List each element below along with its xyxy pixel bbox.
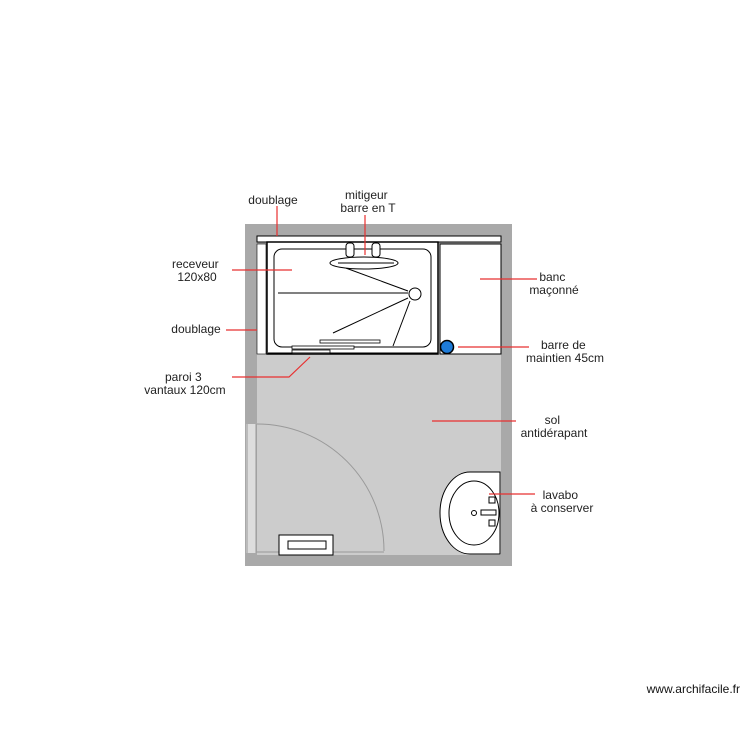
- label-lavabo: lavabo à conserver: [531, 488, 594, 515]
- masonry-bench: [439, 243, 502, 355]
- label-banc: banc maçonné: [529, 270, 579, 297]
- mixer-tap-icon: [329, 242, 399, 270]
- shower-tray: [266, 241, 439, 355]
- radiator-icon: [278, 534, 334, 556]
- door-opening: [246, 424, 256, 553]
- shower-screen: [268, 339, 438, 355]
- label-receveur: receveur 120x80: [172, 257, 222, 284]
- label-doublage-top: doublage: [248, 193, 298, 207]
- label-paroi: paroi 3 vantaux 120cm: [144, 370, 225, 397]
- label-mitigeur: mitigeur barre en T: [340, 188, 396, 215]
- doublage-left-strip: [256, 243, 267, 355]
- watermark: www.archifacile.fr: [646, 682, 740, 696]
- sink-icon: [439, 471, 501, 555]
- grab-bar-icon: [439, 339, 455, 355]
- label-sol: sol antidérapant: [521, 413, 588, 440]
- label-barre: barre de maintien 45cm: [526, 338, 604, 365]
- drain-icon: [408, 287, 422, 301]
- doublage-top-strip: [256, 235, 502, 243]
- door-swing-icon: [256, 423, 385, 552]
- leader-paroi: [232, 356, 311, 378]
- label-doublage-left: doublage: [171, 322, 221, 336]
- leader-lines: [226, 206, 537, 495]
